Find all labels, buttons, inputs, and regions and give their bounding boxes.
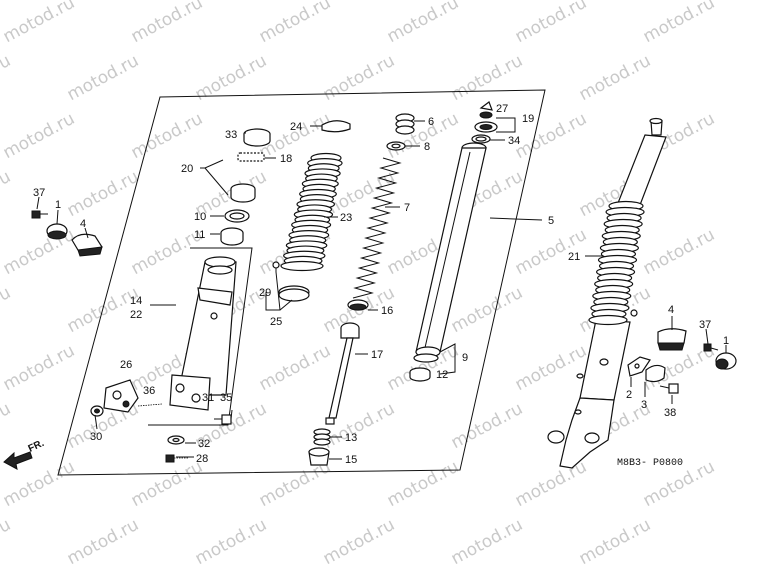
callout-25: 25 [270, 316, 282, 328]
callout-7: 7 [404, 202, 410, 214]
bushing-33 [243, 128, 271, 147]
callout-5: 5 [548, 215, 554, 227]
front-direction-arrow [3, 451, 33, 470]
washer-10 [224, 209, 250, 223]
oil-seal-18 [237, 152, 265, 162]
stud-36 [137, 403, 163, 407]
washer-32 [167, 435, 185, 445]
callout-31: 31 [202, 392, 214, 404]
callout-15: 15 [345, 454, 357, 466]
fork-spring-7 [352, 157, 402, 299]
callout-18: 18 [280, 153, 292, 165]
callout-1-right: 1 [723, 335, 729, 347]
clamp-4-right [657, 328, 687, 351]
bolt-37-right [703, 343, 719, 352]
clamp-24 [321, 120, 351, 133]
callout-24: 24 [290, 121, 302, 133]
guide-bushing-12 [409, 367, 431, 382]
oil-lock-piece-15 [308, 447, 330, 466]
assembled-fork-21 [547, 117, 667, 469]
leader-lines [36, 117, 727, 460]
callout-36: 36 [143, 385, 155, 397]
clamp-4-left [71, 233, 103, 257]
diagram-code: M8B3- P0800 [617, 458, 683, 469]
bolt-35 [214, 414, 232, 425]
bolt-28 [165, 454, 188, 463]
callout-labels: 37 1 4 33 18 20 10 11 14 22 26 36 31 35 … [33, 103, 729, 466]
o-ring-19 [474, 121, 498, 133]
callout-30: 30 [90, 431, 102, 443]
bolt-37-left [31, 210, 48, 219]
screw-29 [272, 261, 280, 272]
callout-2: 2 [626, 389, 632, 401]
piston-ring-16 [347, 299, 369, 311]
clamp-3 [645, 364, 666, 383]
boot-band-25 [278, 285, 310, 302]
callout-37-left: 37 [33, 187, 45, 199]
callout-19: 19 [522, 113, 534, 125]
seal-11 [220, 227, 244, 246]
washer-8 [386, 141, 406, 151]
callout-22: 22 [130, 309, 142, 321]
dust-boot-23 [280, 152, 343, 272]
callout-4-right: 4 [668, 304, 674, 316]
assembly-frame [57, 89, 546, 476]
callout-27: 27 [496, 103, 508, 115]
callout-20: 20 [181, 163, 193, 175]
callout-6: 6 [428, 116, 434, 128]
nut-30 [90, 405, 104, 417]
callout-16: 16 [381, 305, 393, 317]
callout-26: 26 [120, 359, 132, 371]
callout-3: 3 [641, 399, 647, 411]
cap-1-left [46, 223, 68, 240]
callout-17: 17 [371, 349, 383, 361]
axle-holder-26 [103, 379, 139, 413]
callout-28: 28 [196, 453, 208, 465]
callout-10: 10 [194, 211, 206, 223]
rebound-spring-13 [313, 428, 331, 446]
callout-8: 8 [424, 141, 430, 153]
fork-slider-14 [169, 256, 237, 411]
callout-23: 23 [340, 212, 352, 224]
front-direction-label: FR. [27, 438, 46, 455]
damper-rod-17 [325, 322, 360, 425]
callout-32: 32 [198, 438, 210, 450]
bolt-38 [659, 383, 679, 394]
clamp-2 [627, 356, 651, 377]
cap-1-right [715, 352, 737, 370]
callout-34: 34 [508, 135, 520, 147]
callout-1-left: 1 [55, 199, 61, 211]
fork-tube-5 [415, 142, 487, 358]
fork-bolt-27 [479, 101, 493, 119]
callout-9: 9 [462, 352, 468, 364]
callout-4-left: 4 [80, 218, 86, 230]
callout-33: 33 [225, 129, 237, 141]
spring-seat-6 [395, 113, 415, 135]
callout-13: 13 [345, 432, 357, 444]
callout-37-right: 37 [699, 319, 711, 331]
callout-38: 38 [664, 407, 676, 419]
callout-11: 11 [194, 229, 205, 241]
callout-35: 35 [220, 392, 232, 404]
callout-21: 21 [568, 251, 580, 263]
slide-bushing-9 [413, 353, 439, 363]
callout-14: 14 [130, 295, 142, 307]
callout-12: 12 [436, 369, 448, 381]
slider-subframe [148, 247, 253, 426]
callout-29: 29 [259, 287, 271, 299]
bushing-20 [230, 183, 256, 203]
o-ring-34 [471, 134, 491, 144]
